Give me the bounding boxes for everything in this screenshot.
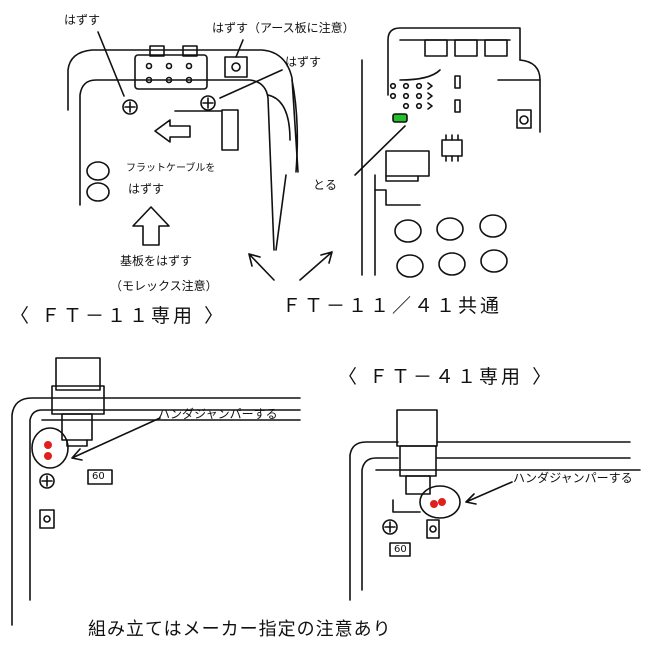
- screw-icon: [122, 99, 138, 115]
- screw-icon: [39, 473, 55, 489]
- footer-note: 組み立てはメーカー指定の注意あり: [88, 619, 392, 640]
- solder-point: [43, 451, 52, 460]
- arrow-up-icon: [132, 206, 170, 246]
- removable-part: [385, 150, 430, 177]
- flat-cable: [221, 109, 239, 151]
- chip-60: [87, 469, 113, 485]
- label-remove-1: はずす: [64, 13, 101, 27]
- earth-plate: [224, 56, 248, 78]
- screw-icon: [382, 519, 398, 535]
- top-left-case-drawing: [67, 31, 299, 251]
- label-flat-cable-1: フラットケーブルを: [126, 163, 216, 174]
- chip-label-left: 60: [92, 471, 105, 482]
- connector-housing: [396, 409, 438, 447]
- label-take: とる: [313, 178, 338, 192]
- pointer-arrow: [465, 481, 513, 505]
- label-jumper-left: ハンダジャンパーする: [158, 407, 278, 421]
- pointer-arrow-right: [299, 251, 333, 281]
- pointer-arrow-left: [248, 253, 275, 281]
- jumper-circle: [31, 427, 69, 469]
- jumper-circle: [419, 485, 461, 519]
- ic-chip: [441, 139, 463, 157]
- label-board-remove: 基板をはずす: [120, 254, 193, 268]
- bottom-left-drawing: [11, 357, 301, 626]
- bottom-right-drawing: [349, 409, 641, 601]
- solder-point: [437, 497, 446, 506]
- heading-ft11-only: 〈 ＦＴ－１１専用 〉: [10, 305, 227, 327]
- label-molex-note: （モレックス注意）: [110, 279, 218, 293]
- label-remove-earth: はずす（アース板に注意）: [212, 21, 355, 35]
- heading-ft41-only: 〈 ＦＴ－４１専用 〉: [338, 366, 555, 388]
- top-right-board-drawing: [354, 27, 541, 278]
- label-flat-cable-2: はずす: [128, 182, 165, 196]
- chip-label-right: 60: [394, 544, 407, 555]
- arrow-left-icon: [154, 119, 191, 143]
- green-led-indicator: [392, 113, 408, 123]
- screw-icon: [200, 95, 216, 111]
- connector-housing: [55, 357, 101, 391]
- solder-point: [429, 499, 438, 508]
- label-remove-2: はずす: [285, 55, 322, 69]
- label-jumper-right: ハンダジャンパーする: [513, 471, 633, 485]
- heading-ft11-41-common: ＦＴ－１１／４１共通: [282, 295, 503, 317]
- connector-block: [134, 54, 208, 90]
- pointer-arrow: [71, 417, 161, 461]
- solder-point: [43, 440, 52, 449]
- chip-60: [389, 542, 411, 557]
- component-grid: [389, 75, 461, 113]
